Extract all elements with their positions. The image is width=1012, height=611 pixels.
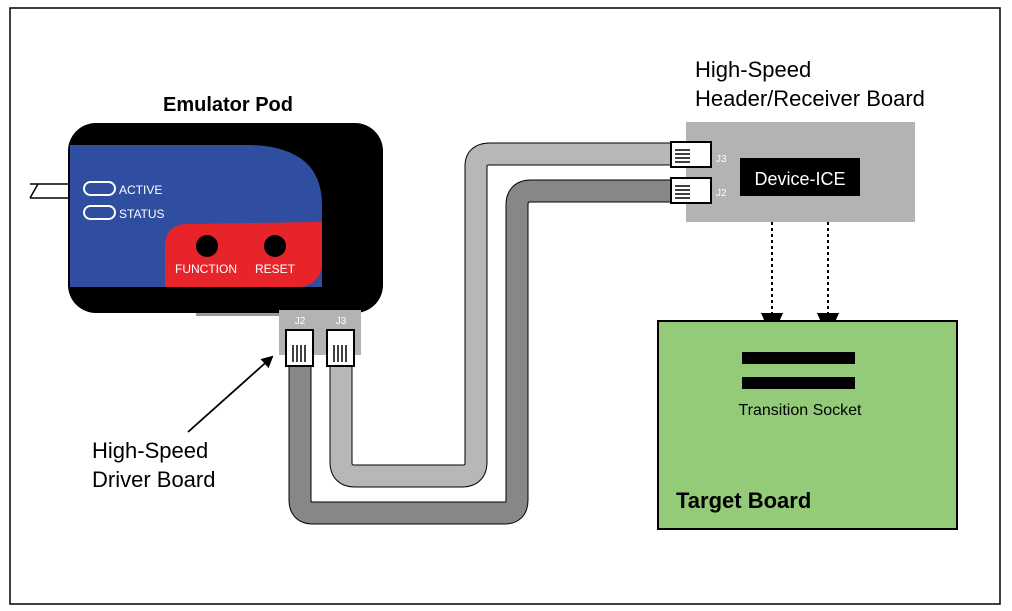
pod-cable-stub <box>29 183 70 199</box>
receiver-j3-connector-icon <box>670 141 712 168</box>
driver-j3-label: J3 <box>336 316 347 327</box>
driver-board-label-line2: Driver Board <box>92 467 215 492</box>
transition-socket-bar-top <box>742 352 855 364</box>
receiver-j3-label: J3 <box>716 154 727 165</box>
function-label: FUNCTION <box>175 262 237 276</box>
active-label: ACTIVE <box>119 183 162 197</box>
receiver-board-label-line2: Header/Receiver Board <box>695 86 925 111</box>
receiver-j2-label: J2 <box>716 188 727 199</box>
receiver-board-label-line1: High-Speed <box>695 57 811 82</box>
device-ice-label: Device-ICE <box>754 169 845 189</box>
driver-j2-label: J2 <box>295 316 306 327</box>
transition-socket-bar-bottom <box>742 377 855 389</box>
cable-j3 <box>329 142 682 488</box>
status-label: STATUS <box>119 207 165 221</box>
pod-red-panel <box>165 222 322 287</box>
transition-socket-label: Transition Socket <box>738 402 862 419</box>
driver-j3-connector-icon <box>326 329 355 367</box>
cable-j2 <box>288 179 682 525</box>
function-button[interactable] <box>196 235 218 257</box>
driver-board-callout-arrow <box>187 355 274 433</box>
emulator-pod-title: Emulator Pod <box>163 94 293 116</box>
active-led-icon <box>83 181 116 196</box>
device-ice-chip <box>740 158 860 196</box>
target-board-label: Target Board <box>676 488 811 513</box>
driver-board-label-line1: High-Speed <box>92 438 208 463</box>
driver-j2-connector-icon <box>285 329 314 367</box>
reset-button[interactable] <box>264 235 286 257</box>
reset-label: RESET <box>255 262 296 276</box>
receiver-j2-connector-icon <box>670 177 712 204</box>
status-led-icon <box>83 205 116 220</box>
